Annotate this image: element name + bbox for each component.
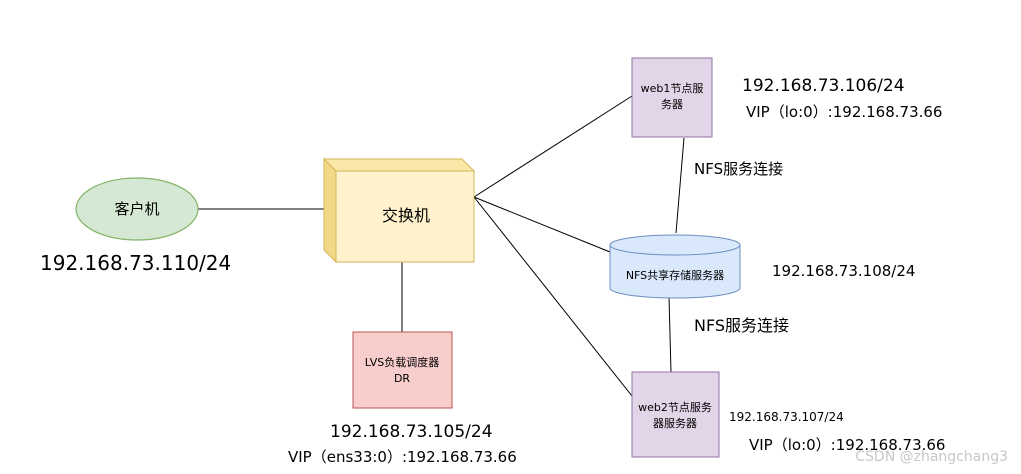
lvs-node: LVS负载调度器 DR <box>352 331 453 409</box>
web1-node: web1节点服 务器 <box>631 57 713 138</box>
edge-switch-web1 <box>473 95 633 198</box>
web2-label-line2: 器服务器 <box>653 417 697 430</box>
lvs-label-line2: DR <box>394 372 410 385</box>
web1-nfs-edge-label: NFS服务连接 <box>694 160 783 178</box>
lvs-ip: 192.168.73.105/24 <box>330 422 493 442</box>
web1-ip: 192.168.73.106/24 <box>742 76 905 96</box>
web2-node: web2节点服务 器服务器 <box>631 371 720 458</box>
lvs-vip: VIP（ens33:0）:192.168.73.66 <box>288 448 517 466</box>
nfs-web2-edge-label: NFS服务连接 <box>694 316 789 335</box>
lvs-label-line1: LVS负载调度器 <box>365 355 439 369</box>
client-node: 客户机 <box>75 177 199 241</box>
switch-label: 交换机 <box>382 206 430 225</box>
switch-node: 交换机 <box>322 157 476 264</box>
web2-label-line1: web2节点服务 <box>638 401 712 414</box>
watermark: CSDN @zhangchang3 <box>855 449 1008 465</box>
client-label: 客户机 <box>114 200 159 218</box>
connection-lines <box>198 95 685 397</box>
web2-ip: 192.168.73.107/24 <box>729 410 844 424</box>
web1-vip: VIP（lo:0）:192.168.73.66 <box>746 103 942 121</box>
edge-switch-nfs <box>473 196 611 253</box>
web1-label-line1: web1节点服 <box>641 82 704 95</box>
nfs-label: NFS共享存储服务器 <box>626 268 724 282</box>
web1-label-line2: 务器 <box>661 98 683 111</box>
edge-nfs-web2 <box>668 296 672 373</box>
web2-vip: VIP（lo:0）:192.168.73.66 <box>749 436 945 454</box>
client-ip: 192.168.73.110/24 <box>40 251 231 275</box>
edge-switch-web2 <box>473 196 633 397</box>
edge-web1-nfs <box>675 137 685 234</box>
nfs-node: NFS共享存储服务器 <box>609 234 741 299</box>
nfs-ip: 192.168.73.108/24 <box>772 262 915 280</box>
